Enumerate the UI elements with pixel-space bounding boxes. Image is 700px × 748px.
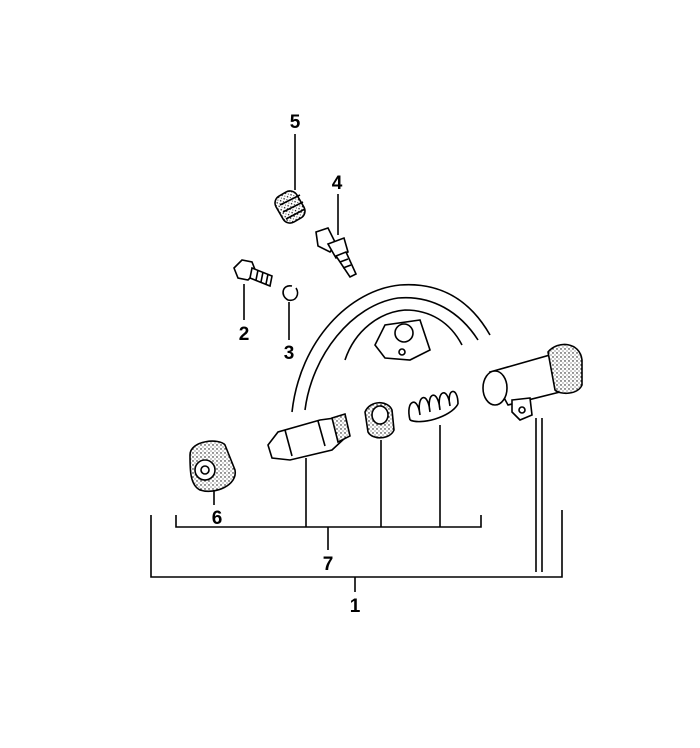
callout-5: 5	[290, 112, 301, 133]
part-6-dust-boot	[189, 440, 236, 492]
piston	[267, 412, 351, 461]
callout-7: 7	[323, 554, 334, 575]
callout-2: 2	[239, 324, 250, 345]
brake-shoe-outline	[291, 283, 491, 413]
part-3-lock-washer	[282, 285, 299, 302]
part-4-bleeder-screw	[315, 227, 358, 279]
leader-lines	[150, 134, 563, 592]
spring	[408, 390, 459, 423]
callout-4: 4	[332, 173, 343, 194]
seal-cup	[364, 401, 395, 439]
part-5-bleeder-cap	[274, 190, 306, 224]
wheel-cylinder-body	[482, 343, 583, 421]
callout-6: 6	[212, 508, 223, 529]
part-2-bolt	[233, 259, 273, 288]
callout-3: 3	[284, 343, 295, 364]
callout-1: 1	[350, 596, 361, 617]
